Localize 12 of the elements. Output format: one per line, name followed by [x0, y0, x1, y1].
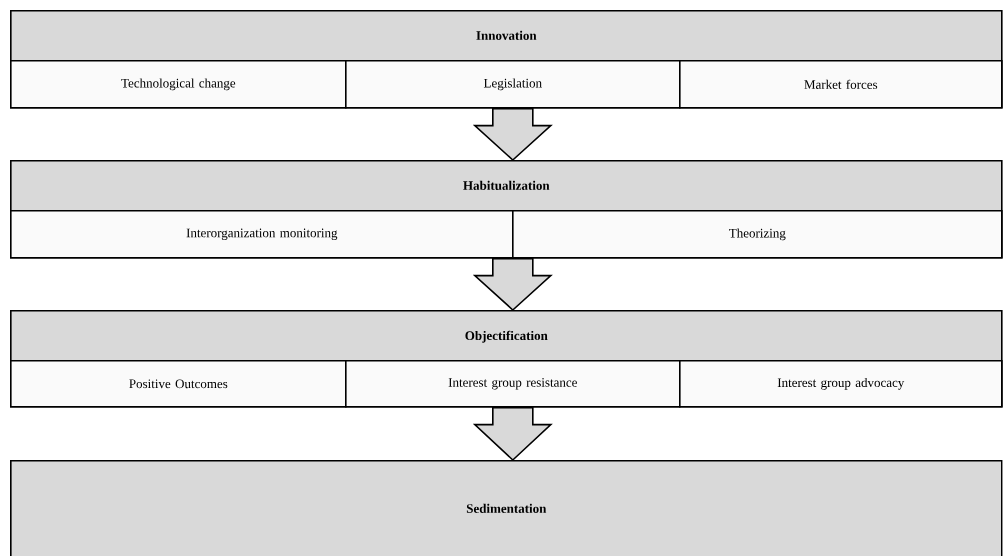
cell: Technological change — [10, 60, 347, 109]
cell: Theorizing — [512, 210, 1003, 259]
cell: Interest group advocacy — [679, 360, 1003, 408]
cell: Legislation — [345, 60, 681, 109]
block-arrow — [472, 406, 553, 462]
cell: Interorganization monitoring — [10, 210, 514, 259]
stage-box: Sedimentation — [10, 460, 1003, 556]
cell: Positive Outcomes — [10, 360, 347, 408]
block-arrow — [472, 257, 553, 312]
block-arrow — [472, 107, 553, 162]
cell: Market forces — [679, 60, 1003, 109]
cell: Interest group resistance — [345, 360, 681, 408]
